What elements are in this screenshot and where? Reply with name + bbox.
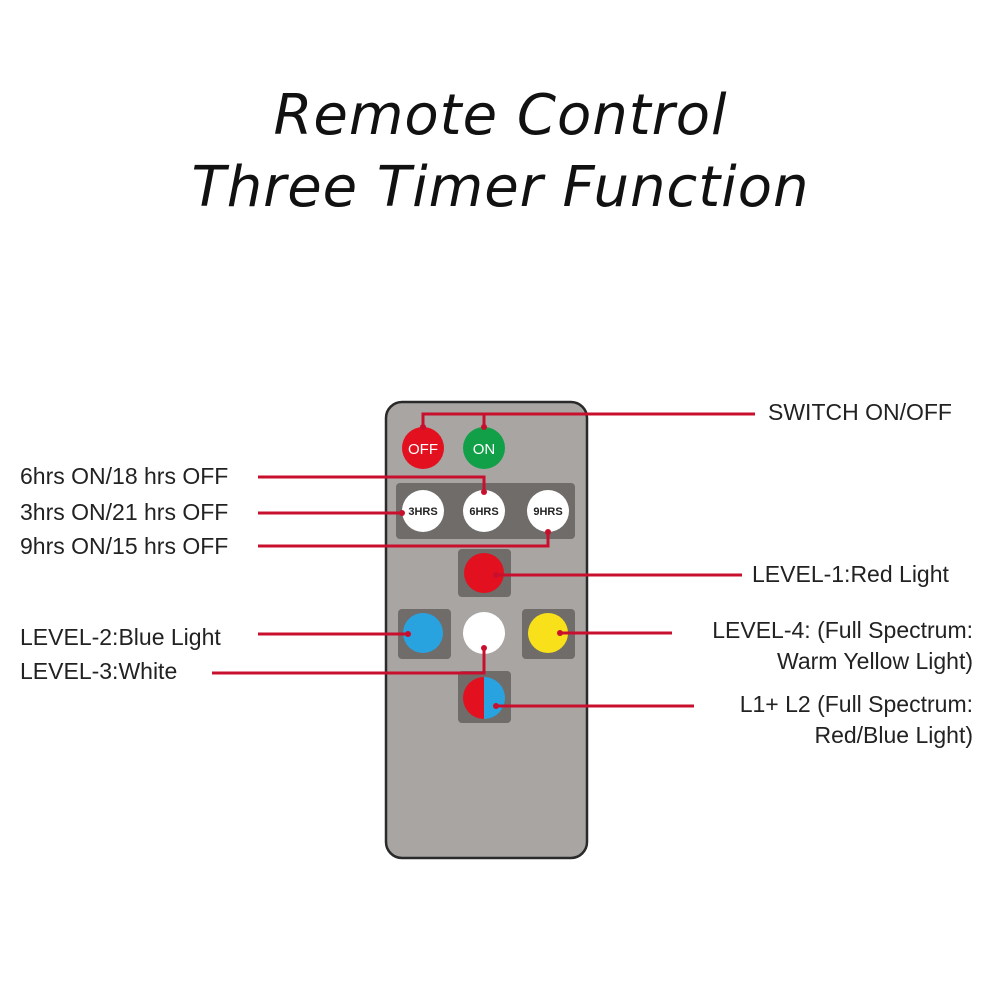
- leader-lines: [212, 412, 755, 708]
- label-level2-blue: LEVEL-2:Blue Light: [20, 624, 221, 650]
- label-level4-line1: LEVEL-4: (Full Spectrum:: [712, 617, 973, 643]
- label-level4-line2: Warm Yellow Light): [776, 648, 973, 674]
- off-button-label: OFF: [408, 441, 438, 458]
- label-switch-on-off: SWITCH ON/OFF: [768, 399, 952, 425]
- label-level1-red: LEVEL-1:Red Light: [752, 561, 949, 587]
- level4-yellow-button[interactable]: [522, 609, 575, 659]
- label-l1l2-line2: Red/Blue Light): [814, 722, 973, 748]
- l1-l2-red-blue-button[interactable]: [458, 671, 511, 723]
- label-level3-white: LEVEL-3:White: [20, 658, 178, 684]
- level1-red-button[interactable]: [458, 549, 511, 597]
- timer-9hrs-label: 9HRS: [533, 506, 562, 518]
- timer-3hrs-label: 3HRS: [408, 506, 437, 518]
- label-timer-9hrs: 9hrs ON/15 hrs OFF: [20, 533, 229, 559]
- leader-endpoints: [399, 424, 563, 709]
- timer-6hrs-button[interactable]: 6HRS: [463, 490, 505, 532]
- on-button-label: ON: [473, 441, 496, 458]
- timer-6hrs-label: 6HRS: [469, 506, 498, 518]
- label-l1l2-line1: L1+ L2 (Full Spectrum:: [739, 691, 973, 717]
- timer-9hrs-button[interactable]: 9HRS: [527, 490, 569, 532]
- level3-white-button[interactable]: [463, 612, 505, 654]
- label-timer-6hrs: 6hrs ON/18 hrs OFF: [20, 463, 229, 489]
- level2-blue-button[interactable]: [398, 609, 451, 659]
- on-button[interactable]: ON: [463, 427, 505, 469]
- timer-3hrs-button[interactable]: 3HRS: [402, 490, 444, 532]
- title-line-1: Remote Control: [273, 83, 728, 148]
- off-button[interactable]: OFF: [402, 427, 444, 469]
- title-line-2: Three Timer Function: [191, 155, 810, 220]
- label-timer-3hrs: 3hrs ON/21 hrs OFF: [20, 499, 229, 525]
